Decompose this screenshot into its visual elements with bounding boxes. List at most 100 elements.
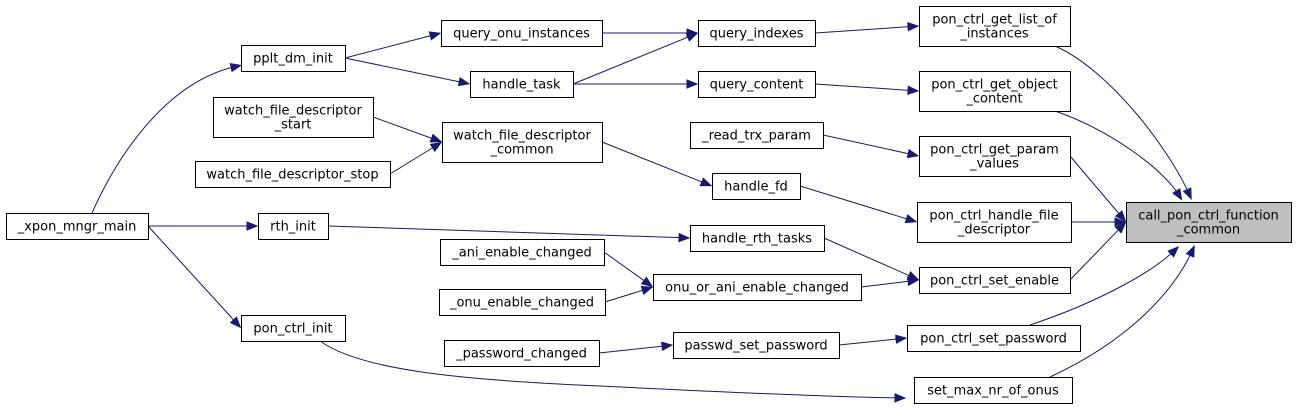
edge-pon_ctrl_get_param_values-to-call_pon_ctrl_function_common xyxy=(1069,155,1127,223)
node-box xyxy=(690,225,825,252)
node-read-trx-param[interactable]: _read_trx_param xyxy=(690,122,824,149)
edge-line xyxy=(814,26,910,34)
edge-pon_ctrl_set_password-to-call_pon_ctrl_function_common xyxy=(1029,245,1180,326)
node-box xyxy=(919,6,1071,47)
edge-pon_ctrl_handle_file_descriptor-to-call_pon_ctrl_function_common xyxy=(1071,217,1127,227)
node-onu-enable-changed[interactable]: _onu_enable_changed xyxy=(439,289,606,316)
node-query-onu-instances[interactable]: query_onu_instances xyxy=(441,20,603,47)
node-label: _ani_enable_changed xyxy=(451,246,591,261)
edge-line xyxy=(604,289,644,303)
node-label: pon_ctrl_set_enable xyxy=(930,274,1059,289)
node-call-pon-ctrl-function-common[interactable]: call_pon_ctrl_function_common xyxy=(1126,202,1292,243)
arrowhead xyxy=(457,77,471,87)
edge-line xyxy=(598,345,664,354)
node-label: watch_file_descriptor xyxy=(224,104,362,119)
edge-query_indexes-to-pon_ctrl_get_list_of_instances xyxy=(814,22,920,34)
arrowhead xyxy=(686,79,699,89)
node-box xyxy=(241,45,346,72)
node-label: _password_changed xyxy=(455,347,587,362)
edge-pon_ctrl_init-to-set_max_nr_of_onus xyxy=(319,340,907,403)
edge-xpon_mngr_main-to-pplt_dm_init xyxy=(91,62,243,214)
node-label: query_onu_instances xyxy=(453,27,590,42)
arrowhead xyxy=(907,22,920,32)
edge-read_trx_param-to-pon_ctrl_get_param_values xyxy=(822,134,920,159)
edge-onu_enable_changed-to-onu_or_ani_enable_changed xyxy=(604,285,654,303)
node-pon-ctrl-get-list-of-instances[interactable]: pon_ctrl_get_list_of_instances xyxy=(919,6,1071,47)
node-pplt-dm-init[interactable]: pplt_dm_init xyxy=(241,45,346,72)
edge-line xyxy=(572,36,689,85)
node-query-indexes[interactable]: query_indexes xyxy=(698,20,816,47)
node-xpon-mngr-main[interactable]: _xpon_mngr_main xyxy=(6,213,149,240)
edge-query_content-to-pon_ctrl_get_object_content xyxy=(814,83,920,95)
edge-query_onu_instances-to-query_indexes xyxy=(602,28,699,38)
edge-pon_ctrl_get_object_content-to-call_pon_ctrl_function_common xyxy=(1054,110,1183,201)
edge-handle_task-to-query_content xyxy=(573,79,699,89)
node-label: _content xyxy=(965,92,1022,107)
node-watch-file-descriptor-stop[interactable]: watch_file_descriptor_stop xyxy=(195,161,391,188)
node-set-max-nr-of-onus[interactable]: set_max_nr_of_onus xyxy=(914,377,1073,404)
edge-password_changed-to-passwd_set_password xyxy=(598,341,674,354)
edge-line xyxy=(147,225,235,321)
edge-pon_ctrl_set_enable-to-call_pon_ctrl_function_common xyxy=(1069,221,1127,281)
arrowhead xyxy=(906,148,920,159)
node-pon-ctrl-set-password[interactable]: pon_ctrl_set_password xyxy=(907,325,1081,352)
arrowhead xyxy=(661,341,674,351)
edge-line xyxy=(814,83,910,91)
node-box xyxy=(698,20,816,47)
edge-line xyxy=(389,146,434,175)
node-label: handle_fd xyxy=(724,180,788,195)
node-box xyxy=(444,340,600,367)
arrowhead xyxy=(1114,221,1127,234)
edge-watch_file_descriptor_common-to-handle_fd xyxy=(601,141,713,187)
edge-line xyxy=(601,141,703,183)
node-watch-file-descriptor-start[interactable]: watch_file_descriptor_start xyxy=(213,97,374,138)
edge-pon_ctrl_get_list_of_instances-to-call_pon_ctrl_function_common xyxy=(1054,45,1192,200)
node-box xyxy=(441,20,603,47)
edge-line xyxy=(603,251,646,282)
edges-layer xyxy=(91,22,1195,403)
node-box xyxy=(914,377,1073,404)
node-handle-fd[interactable]: handle_fd xyxy=(712,173,801,200)
arrowhead xyxy=(894,393,907,403)
node-pon-ctrl-get-object-content[interactable]: pon_ctrl_get_object_content xyxy=(919,71,1071,112)
node-box xyxy=(673,332,840,359)
edge-set_max_nr_of_onus-to-call_pon_ctrl_function_common xyxy=(1049,245,1195,378)
node-box xyxy=(907,325,1081,352)
edge-onu_or_ani_enable_changed-to-pon_ctrl_set_enable xyxy=(860,276,920,288)
node-onu-or-ani-enable-changed[interactable]: onu_or_ani_enable_changed xyxy=(653,274,862,301)
arrowhead xyxy=(229,316,242,329)
node-password-changed[interactable]: _password_changed xyxy=(444,340,600,367)
node-rth-init[interactable]: rth_init xyxy=(258,213,329,240)
node-query-content[interactable]: query_content xyxy=(698,71,816,98)
edge-xpon_mngr_main-to-pon_ctrl_init xyxy=(147,225,242,329)
node-label: set_max_nr_of_onus xyxy=(927,384,1059,399)
node-box xyxy=(1126,202,1292,243)
node-label: pplt_dm_init xyxy=(253,52,333,67)
node-pon-ctrl-get-param-values[interactable]: pon_ctrl_get_param_values xyxy=(919,136,1071,177)
node-watch-file-descriptor-common[interactable]: watch_file_descriptor_common xyxy=(442,122,603,163)
edge-line xyxy=(822,134,910,155)
arrowhead xyxy=(640,276,654,288)
edge-line xyxy=(327,225,681,239)
arrowhead xyxy=(907,85,920,95)
arrowhead xyxy=(1172,188,1183,201)
node-ani-enable-changed[interactable]: _ani_enable_changed xyxy=(440,239,605,266)
node-box xyxy=(919,136,1071,177)
arrowhead xyxy=(428,31,442,41)
node-handle-rth-tasks[interactable]: handle_rth_tasks xyxy=(690,225,825,252)
node-label: handle_task xyxy=(482,78,561,93)
node-label: query_indexes xyxy=(710,27,804,42)
node-box xyxy=(917,202,1072,243)
node-label: _onu_enable_changed xyxy=(449,296,594,311)
arrowhead xyxy=(678,232,691,243)
node-passwd-set-password[interactable]: passwd_set_password xyxy=(673,332,840,359)
node-handle-task[interactable]: handle_task xyxy=(470,71,574,98)
nodes-layer: call_pon_ctrl_function_common pon_ctrl_ge… xyxy=(6,6,1292,404)
node-pon-ctrl-set-enable[interactable]: pon_ctrl_set_enable xyxy=(919,267,1071,294)
edge-line xyxy=(1054,45,1191,197)
node-pon-ctrl-init[interactable]: pon_ctrl_init xyxy=(241,315,346,342)
arrowhead xyxy=(1167,245,1180,258)
node-pon-ctrl-handle-file-descriptor[interactable]: pon_ctrl_handle_file_descriptor xyxy=(917,202,1072,243)
edge-line xyxy=(91,65,239,214)
